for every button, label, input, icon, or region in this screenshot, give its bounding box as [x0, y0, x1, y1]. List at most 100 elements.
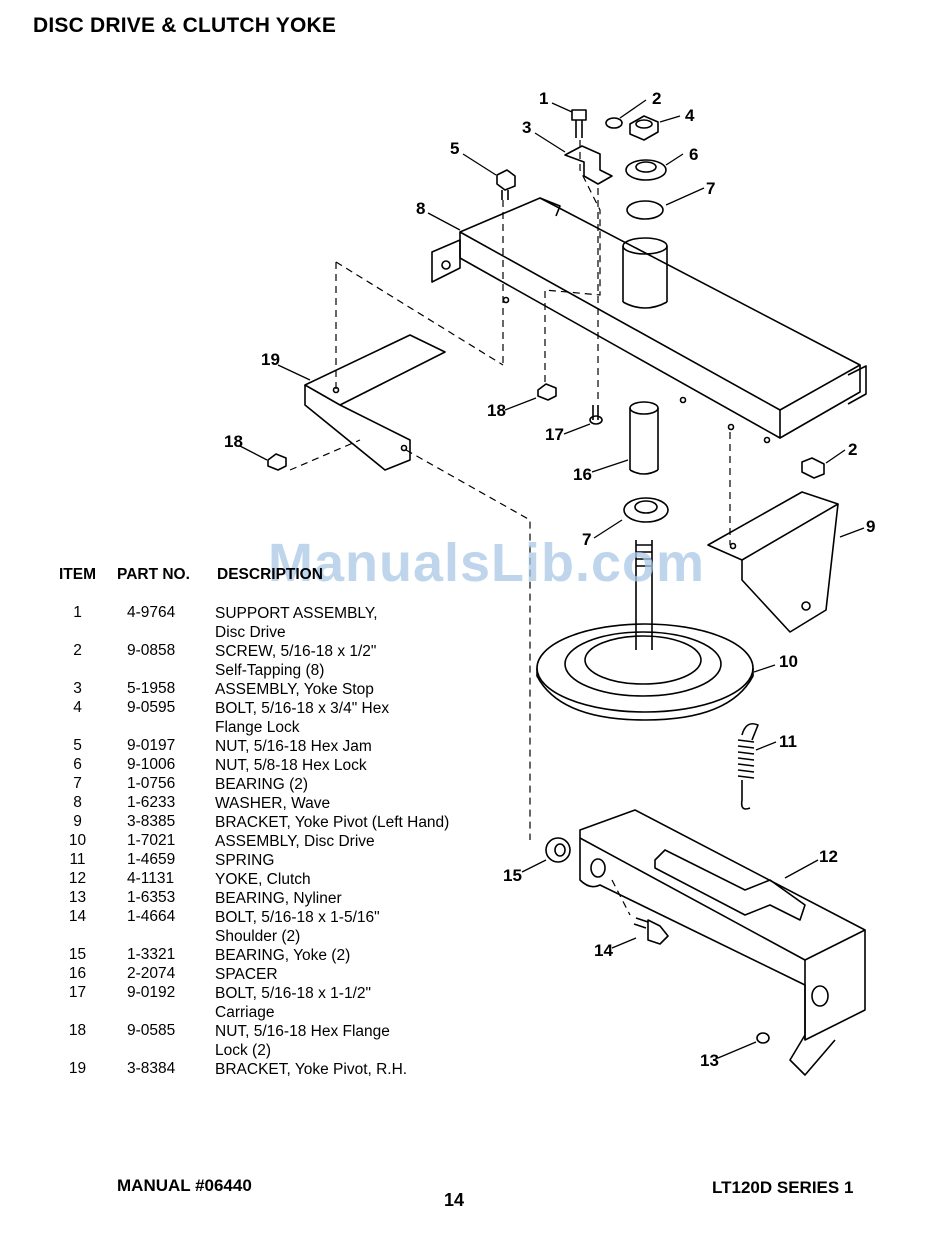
part-number: 1-4659 [127, 851, 176, 868]
callout-6: 4 [685, 106, 695, 125]
part-description: YOKE, Clutch [215, 870, 311, 889]
part-description: BOLT, 5/16-18 x 1-5/16"Shoulder (2) [215, 908, 380, 946]
manual-number: MANUAL #06440 [117, 1176, 252, 1195]
part-description: ASSEMBLY, Yoke Stop [215, 680, 374, 699]
description-line: SCREW, 5/16-18 x 1/2" [215, 643, 377, 660]
item-number: 14 [68, 908, 87, 925]
description-line: SPACER [215, 966, 278, 983]
item-number: 3 [73, 680, 82, 697]
callout-11: 11 [779, 732, 797, 751]
part-description: SPACER [215, 965, 278, 984]
part-description: BRACKET, Yoke Pivot, R.H. [215, 1060, 407, 1079]
hub-cylinder-part [622, 237, 668, 309]
part-number: 9-1006 [127, 756, 176, 773]
description-line: YOKE, Clutch [215, 871, 311, 888]
screw-2-lower-part [801, 457, 825, 479]
part-number: 1-7021 [127, 832, 176, 849]
description-line: BRACKET, Yoke Pivot, R.H. [215, 1061, 408, 1078]
nut-5-part [605, 117, 623, 129]
assembly-lines [289, 140, 731, 916]
callout-14: 14 [594, 941, 613, 960]
item-number: 18 [68, 1022, 87, 1039]
callout-9: 9 [866, 517, 875, 536]
description-line: BEARING, Yoke (2) [215, 947, 351, 964]
part-number: 9-0585 [127, 1022, 176, 1039]
part-description: NUT, 5/16-18 Hex Jam [215, 737, 372, 756]
yoke-bearing-15-part [545, 837, 571, 863]
item-number: 13 [68, 889, 87, 906]
part-description: ASSEMBLY, Disc Drive [215, 832, 375, 851]
nyliner-13-part [756, 1032, 770, 1044]
part-description: WASHER, Wave [215, 794, 330, 813]
lock-nut-6-part [629, 115, 659, 141]
callout-8: 7 [706, 179, 715, 198]
header-description: DESCRIPTION [217, 566, 323, 583]
shoulder-bolt-14-part [633, 917, 669, 945]
description-line: Self-Tapping (8) [215, 662, 325, 679]
part-description: BRACKET, Yoke Pivot (Left Hand) [215, 813, 449, 832]
item-number: 17 [68, 984, 87, 1001]
watermark: ManualsLib.com [268, 533, 706, 593]
header-item: ITEM [59, 566, 97, 583]
part-description: SCREW, 5/16-18 x 1/2" Self-Tapping (8) [215, 642, 376, 680]
description-line: BRACKET, Yoke Pivot (Left Hand) [215, 814, 450, 831]
part-description: BEARING, Nyliner [215, 889, 342, 908]
part-number: 1-6353 [127, 889, 176, 906]
callout-13: 13 [700, 1051, 719, 1070]
description-line: Flange Lock [215, 719, 300, 736]
nut-18-left-part [267, 453, 287, 471]
callout-10: 10 [779, 652, 798, 671]
callout-2-upper: 5 [450, 139, 459, 158]
description-line: BOLT, 5/16-18 x 1-1/2" [215, 985, 371, 1002]
item-number: 7 [73, 775, 82, 792]
part-description: NUT, 5/8-18 Hex Lock [215, 756, 367, 775]
description-line: BEARING (2) [215, 776, 309, 793]
callout-17: 17 [545, 425, 564, 444]
callout-7-lower: 7 [582, 530, 591, 549]
spacer-16-part [629, 401, 659, 475]
description-line: BEARING, Nyliner [215, 890, 342, 907]
part-description: SPRING [215, 851, 274, 870]
page-number: 14 [444, 1190, 465, 1210]
part-number: 9-0858 [127, 642, 176, 659]
description-line: Shoulder (2) [215, 928, 301, 945]
item-number: 4 [73, 699, 82, 716]
callout-19: 19 [261, 350, 280, 369]
part-number: 5-1958 [127, 680, 176, 697]
description-line: ASSEMBLY, Yoke Stop [215, 681, 374, 698]
part-description: BOLT, 5/16-18 x 1-1/2"Carriage [215, 984, 371, 1022]
callout-16: 16 [573, 465, 592, 484]
bearing-7-upper-part [625, 159, 667, 181]
item-number: 11 [69, 851, 86, 868]
part-number: 3-8385 [127, 813, 176, 830]
part-number: 4-9764 [127, 604, 176, 621]
part-number: 1-4664 [127, 908, 176, 925]
page-title: DISC DRIVE & CLUTCH YOKE [33, 14, 337, 37]
part-number: 9-0197 [127, 737, 176, 754]
carriage-bolt-17-part [589, 405, 603, 425]
part-number: 2-2074 [127, 965, 176, 982]
part-description: SUPPORT ASSEMBLY,Disc Drive [215, 604, 378, 642]
callout-numbers: 1 2 3 4 5 6 7 8 19 18 18 17 2 16 7 9 10 … [224, 89, 875, 1070]
clutch-yoke-12-part [579, 809, 866, 1076]
model-series: LT120D SERIES 1 [712, 1178, 854, 1197]
callout-12: 12 [819, 847, 838, 866]
callout-18-right: 18 [487, 401, 506, 420]
item-number: 16 [68, 965, 87, 982]
part-description: BEARING (2) [215, 775, 308, 794]
part-number: 3-8384 [127, 1060, 176, 1077]
part-number: 1-6233 [127, 794, 176, 811]
part-number: 1-0756 [127, 775, 176, 792]
callout-leaders [239, 99, 865, 1059]
callout-7-upper: 6 [689, 145, 698, 164]
callout-4: 1 [539, 89, 548, 108]
item-number: 2 [73, 642, 82, 659]
disc-drive-10-part [536, 540, 754, 721]
item-number: 8 [73, 794, 82, 811]
part-description: BEARING, Yoke (2) [215, 946, 350, 965]
part-number: 9-0595 [127, 699, 176, 716]
nut-18-right-part [537, 383, 557, 401]
